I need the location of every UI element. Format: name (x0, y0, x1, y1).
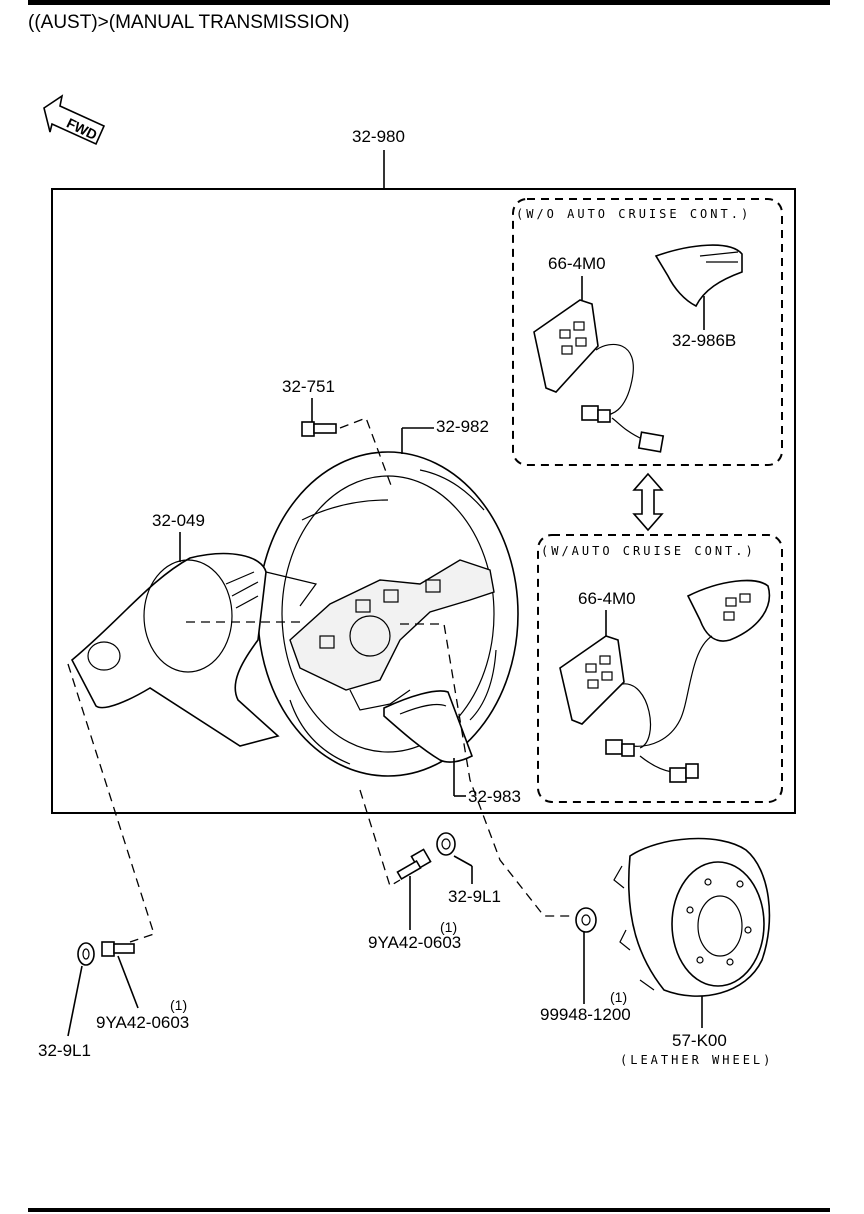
label-column-cover: 32-049 (152, 511, 205, 530)
dash-column-left (67, 663, 155, 943)
dash-hub-right (400, 623, 574, 917)
page-title: ((AUST)>(MANUAL TRANSMISSION) (28, 12, 349, 33)
leader-bolt-left (117, 955, 139, 1009)
label-bolt-center: 9YA42-0603 (368, 933, 461, 952)
bolt-top (301, 421, 337, 437)
nut-right (575, 907, 597, 933)
label-nut-right-qty: (1) (610, 989, 627, 1005)
bottom-rule (28, 1208, 830, 1212)
label-lower-cover: 32-983 (468, 787, 521, 806)
leader-nut-center (453, 855, 473, 867)
label-switch-a: 66-4M0 (548, 254, 606, 273)
dash-center-bolt (359, 789, 401, 887)
bolt-center (396, 848, 432, 881)
dash-bolt-top (339, 417, 393, 489)
label-wheel: 32-982 (436, 417, 489, 436)
label-bolt-left: 9YA42-0603 (96, 1013, 189, 1032)
label-nut-center: 32-9L1 (448, 887, 501, 906)
nut-center (436, 832, 456, 856)
variant-box-without-cruise (512, 198, 783, 466)
top-rule (28, 0, 830, 5)
label-bolt-center-qty: (1) (440, 919, 457, 935)
switch-cover (654, 244, 743, 308)
column-cover (70, 552, 318, 747)
label-cover: 32-986B (672, 331, 736, 350)
label-switch-b: 66-4M0 (578, 589, 636, 608)
swap-arrow-icon (632, 472, 664, 532)
label-bolt-top: 32-751 (282, 377, 335, 396)
label-assembly: 32-980 (352, 127, 405, 146)
steering-switch-a (533, 299, 665, 453)
forward-arrow-label: FWD (64, 115, 100, 143)
variant-box-with-cruise (537, 534, 783, 803)
leader-nut-left (67, 965, 83, 1037)
bolt-left (101, 941, 135, 957)
assembly-frame (51, 188, 796, 814)
forward-arrow-icon: FWD (43, 94, 106, 146)
airbag-module (613, 837, 771, 997)
nut-left (77, 942, 95, 966)
label-airbag: 57-K00 (672, 1031, 727, 1050)
label-bolt-left-qty: (1) (170, 997, 187, 1013)
label-airbag-note: (LEATHER WHEEL) (620, 1053, 773, 1067)
steering-switch-b (559, 579, 771, 783)
label-nut-left: 32-9L1 (38, 1041, 91, 1060)
variant-label-without-cruise: (W/O AUTO CRUISE CONT.) (516, 207, 751, 221)
label-nut-right: 99948-1200 (540, 1005, 631, 1024)
variant-label-with-cruise: (W/AUTO CRUISE CONT.) (541, 544, 756, 558)
steering-wheel (257, 451, 519, 777)
